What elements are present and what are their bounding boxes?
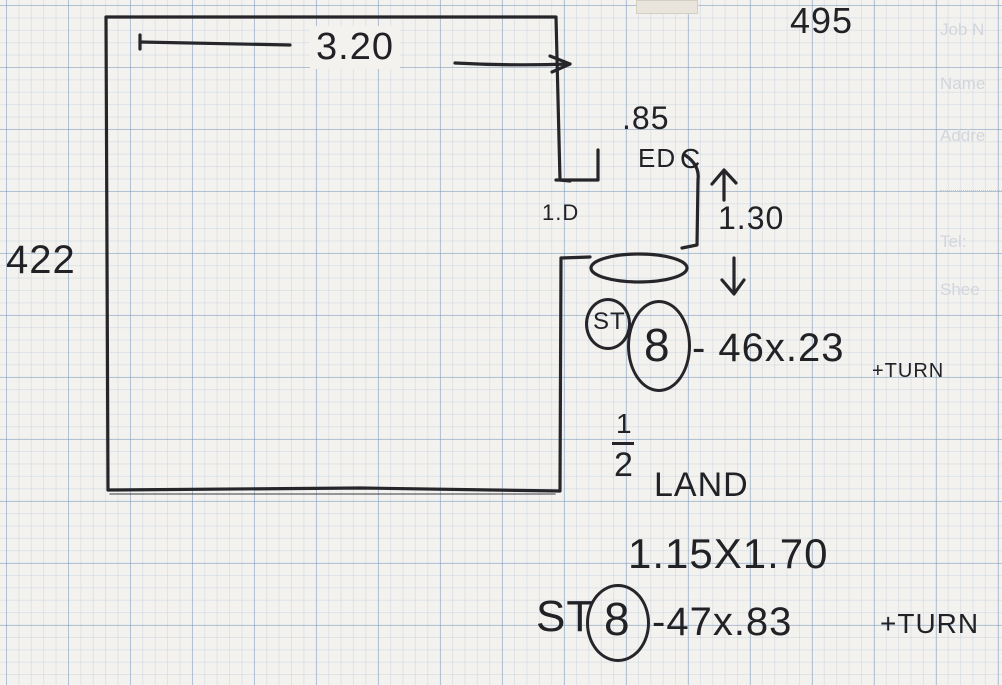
opening-arc: [589, 252, 689, 284]
top-note: 495: [790, 0, 854, 41]
stair-1-spec: - 46x.23: [692, 326, 845, 370]
stair-2-tag-st: ST: [536, 592, 595, 641]
door-mark-1d: 1.D: [542, 200, 580, 225]
room-height-label: 422: [6, 238, 76, 282]
door-jamb: [554, 148, 600, 182]
room-width-label: 3.20: [310, 26, 400, 69]
width-dimension-line-right: [453, 61, 572, 67]
landing-size: 1.15X1.70: [628, 530, 829, 577]
form-label-address: Addre: [940, 126, 986, 145]
door-mark-c: C: [680, 143, 702, 174]
half-fraction-bar: [612, 442, 634, 445]
door-dimension: .85: [622, 100, 670, 136]
stair-1-tag-st: ST: [593, 308, 626, 335]
door-mark-ed: ED: [638, 143, 677, 173]
half-fraction-top: 1: [616, 408, 633, 439]
room-outline: [104, 15, 592, 493]
half-landing-label: LAND: [654, 466, 749, 504]
form-label-name: Name: [940, 74, 986, 93]
opening-wall: [680, 153, 700, 250]
paper-scrap: [636, 0, 698, 14]
stair-1-tag-circle-b: [627, 300, 691, 392]
stair-2-tag-number: 8: [604, 593, 631, 645]
stair-1-turn: +TURN: [872, 360, 945, 382]
stair-2-tag-circle: [586, 584, 650, 662]
form-address-line: [940, 190, 1002, 191]
stair-2-spec: -47x.83: [652, 600, 793, 644]
form-label-tel: Tel:: [940, 232, 967, 251]
half-fraction-bottom: 2: [614, 446, 634, 484]
form-label-job-no: Job N: [940, 20, 985, 39]
opening-dimension: 1.30: [718, 200, 785, 236]
stair-1-tag-circle-a: [585, 298, 631, 350]
width-dimension-line-left: [138, 40, 292, 47]
form-label-sheet: Shee: [940, 280, 980, 299]
width-arrowhead: [548, 54, 572, 74]
down-arrow: [720, 256, 746, 296]
up-arrow: [710, 168, 738, 202]
stair-2-turn: +TURN: [880, 608, 980, 639]
stair-1-tag-number: 8: [644, 319, 671, 371]
